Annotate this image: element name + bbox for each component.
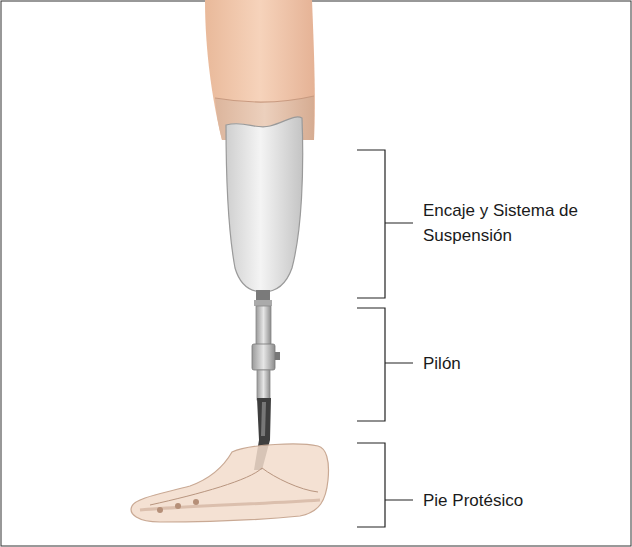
pylon-tube	[256, 306, 271, 346]
clamp	[252, 344, 275, 370]
bracket	[357, 150, 413, 527]
adapter	[256, 290, 270, 300]
part-label: Pie Protésico	[423, 488, 583, 513]
part-label: Encaje y Sistema de Suspensión	[423, 198, 583, 248]
part-label: Pilón	[423, 351, 583, 376]
socket	[226, 117, 303, 292]
prosthetic-foot	[131, 444, 328, 522]
